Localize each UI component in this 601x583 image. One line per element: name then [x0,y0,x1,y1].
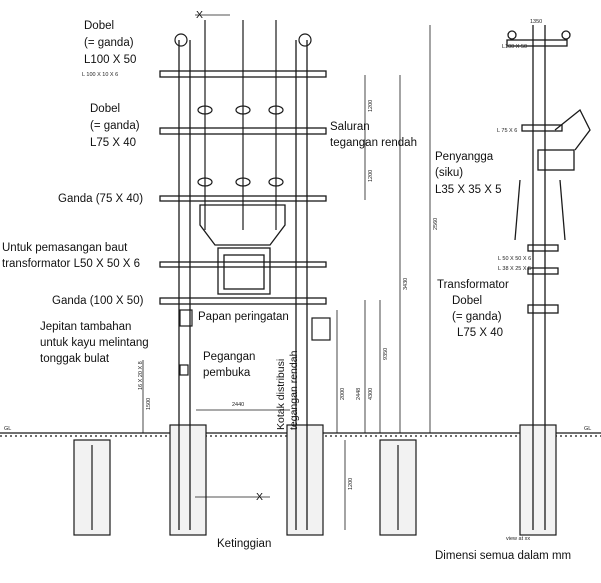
label-saluran-2: tegangan rendah [330,137,417,149]
label-ketinggian: Ketinggian [217,538,271,550]
label-pegangan-2: pembuka [203,367,251,379]
dim-4300: 4300 [368,388,374,400]
label-jepitan-2: untuk kayu melintang [40,337,149,349]
label-ganda-75: Ganda (75 X 40) [58,193,143,205]
label-penyangga-1: Penyangga [435,151,494,163]
dim-1200: 1200 [368,100,374,112]
dim-l50b: L 38 X 25 X 5 [498,266,531,272]
dim-2560: 2560 [433,218,439,230]
dim-1200c: 1200 [348,478,354,490]
dim-9350: 9350 [383,348,389,360]
label-pegangan-1: Pegangan [203,351,255,363]
label-x-top: X [196,9,203,21]
foundation-left [73,424,417,536]
label-jepitan-1: Jepitan tambahan [40,321,131,333]
label-ganda-100: Ganda (100 X 50) [52,295,144,307]
label-saluran-1: Saluran [330,121,370,133]
label-gl-left: GL [4,426,11,432]
label-gl-right: GL [584,426,591,432]
label-penyangga-3: L35 X 35 X 5 [435,184,502,196]
dim-1500: 1500 [146,398,152,410]
label-size-2: L75 X 40 [90,137,136,149]
dim-bolt: 16 X 20 X 8 [138,361,144,390]
label-trafo-1: Transformator [437,279,509,291]
label-ganda-2: (= ganda) [90,120,140,132]
dim-2440: 2440 [232,402,244,408]
label-trafo-4: L75 X 40 [457,327,503,339]
side-view-pole [506,25,591,530]
label-trafo-2: Dobel [452,295,482,307]
dim-l50a: L 50 X 50 X 6 [498,256,531,262]
label-baut-1: Untuk pemasangan baut [2,242,128,254]
label-view: view at xx [506,536,530,542]
top-insulators [174,20,312,230]
label-ganda-top: (= ganda) [84,37,134,49]
dim-1200b: 1200 [368,170,374,182]
dim-2448: 2448 [356,388,362,400]
label-dimensi: Dimensi semua dalam mm [435,550,571,562]
label-x-bottom: X [256,491,263,503]
label-size-top: L100 X 50 [84,54,136,66]
label-jepitan-3: tonggak bulat [40,353,110,365]
label-papan: Papan peringatan [198,311,289,323]
transformer [199,204,286,295]
label-trafo-3: (= ganda) [452,311,502,323]
label-kotak-2: tegangan rendah [288,350,300,430]
dim-l75: L 75 X 6 [497,128,517,134]
label-dobel-2: Dobel [90,103,120,115]
label-dobel-top: Dobel [84,20,114,32]
dim-l100-r: L100 X 50 [502,44,527,50]
dim-2000: 2000 [340,388,346,400]
dim-1350: 1350 [530,19,542,25]
label-baut-2: transformator L50 X 50 X 6 [2,258,140,270]
label-kotak-1: Kotak distribusi [275,359,287,430]
pole-right [295,40,308,530]
distribution-box [179,309,331,376]
dim-3430: 3430 [403,278,409,290]
pole-left [178,40,191,530]
label-l100: L 100 X 10 X 6 [82,72,118,78]
foundation-right [519,424,557,536]
dimension-lines [142,14,431,530]
label-penyangga-2: (siku) [435,167,463,179]
